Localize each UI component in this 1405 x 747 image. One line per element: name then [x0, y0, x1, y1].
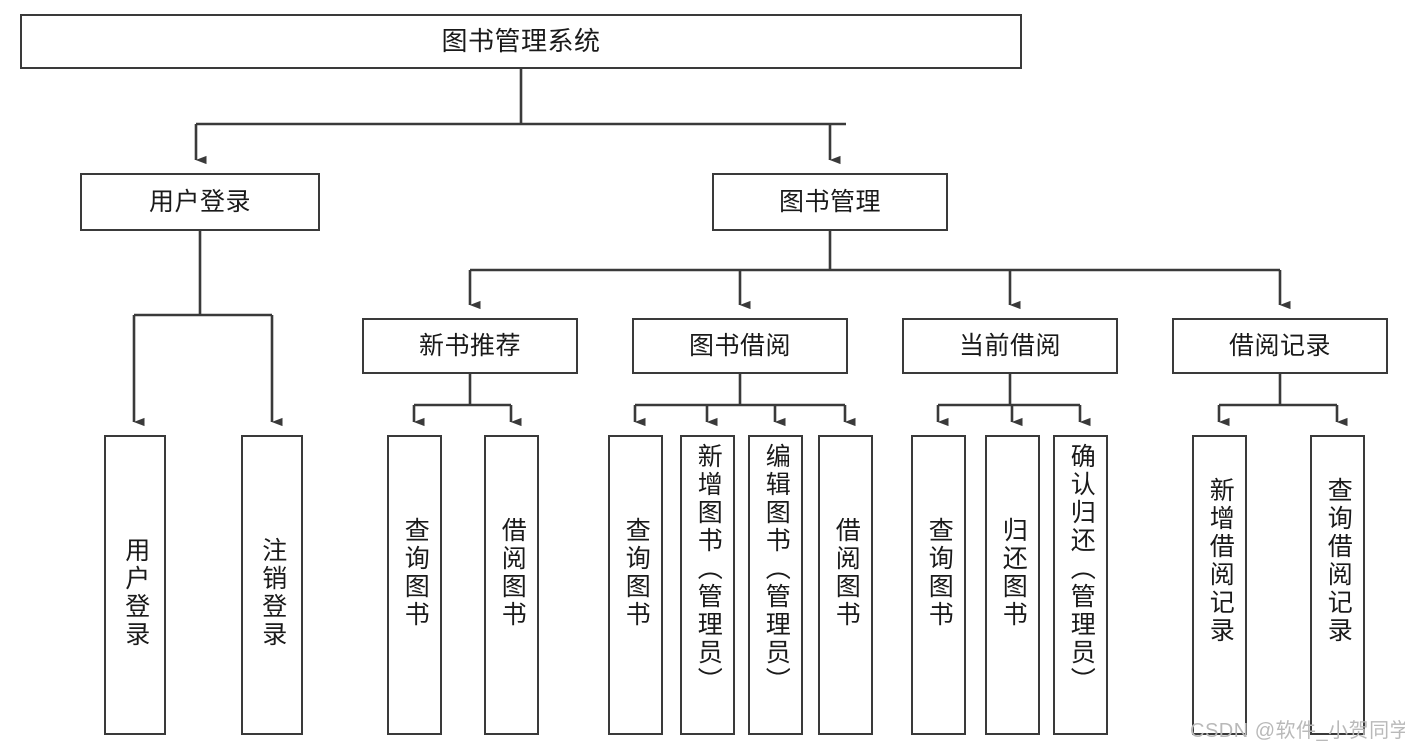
node-label: 用户登录 — [148, 187, 251, 216]
node-label: 归还图书 — [999, 517, 1028, 629]
leaf-add-record[interactable]: 新增借阅记录 — [1192, 435, 1247, 735]
node-label: 用户登录 — [121, 537, 150, 649]
node-label: 查询借阅记录 — [1324, 477, 1353, 645]
leaf-query-book-rec[interactable]: 查询图书 — [387, 435, 442, 735]
node-label: 当前借阅 — [958, 331, 1061, 360]
node-label: 借阅图书 — [498, 517, 527, 629]
leaf-logout[interactable]: 注销登录 — [241, 435, 303, 735]
leaf-query-book-borrow[interactable]: 查询图书 — [608, 435, 663, 735]
node-label: 查询图书 — [622, 517, 651, 629]
node-book-management[interactable]: 图书管理 — [712, 173, 948, 231]
node-label: 查询图书 — [925, 517, 954, 629]
node-label: 新增图书（管理员） — [694, 443, 723, 695]
node-label: 新增借阅记录 — [1206, 477, 1235, 645]
node-user-login[interactable]: 用户登录 — [80, 173, 320, 231]
node-label: 图书管理 — [778, 187, 881, 216]
leaf-borrow-book-rec[interactable]: 借阅图书 — [484, 435, 539, 735]
node-book-borrow[interactable]: 图书借阅 — [632, 318, 848, 374]
node-label: 借阅图书 — [832, 517, 861, 629]
node-root-system[interactable]: 图书管理系统 — [20, 14, 1022, 69]
leaf-add-book[interactable]: 新增图书（管理员） — [680, 435, 735, 735]
node-new-book-recommend[interactable]: 新书推荐 — [362, 318, 578, 374]
leaf-query-record[interactable]: 查询借阅记录 — [1310, 435, 1365, 735]
leaf-borrow-book[interactable]: 借阅图书 — [818, 435, 873, 735]
leaf-return-book[interactable]: 归还图书 — [985, 435, 1040, 735]
node-label: 编辑图书（管理员） — [762, 443, 791, 695]
node-label: 图书借阅 — [688, 331, 791, 360]
node-label: 注销登录 — [258, 537, 287, 649]
node-label: 图书管理系统 — [441, 25, 601, 56]
node-label: 确认归还（管理员） — [1067, 443, 1096, 695]
node-label: 借阅记录 — [1228, 331, 1331, 360]
node-label: 查询图书 — [401, 517, 430, 629]
leaf-edit-book[interactable]: 编辑图书（管理员） — [748, 435, 803, 735]
leaf-confirm-return[interactable]: 确认归还（管理员） — [1053, 435, 1108, 735]
node-label: 新书推荐 — [418, 331, 521, 360]
node-borrow-record[interactable]: 借阅记录 — [1172, 318, 1388, 374]
leaf-user-login[interactable]: 用户登录 — [104, 435, 166, 735]
leaf-query-book-cur[interactable]: 查询图书 — [911, 435, 966, 735]
watermark-credit: CSDN @软件_小贺同学 — [1190, 720, 1405, 742]
node-current-borrow[interactable]: 当前借阅 — [902, 318, 1118, 374]
